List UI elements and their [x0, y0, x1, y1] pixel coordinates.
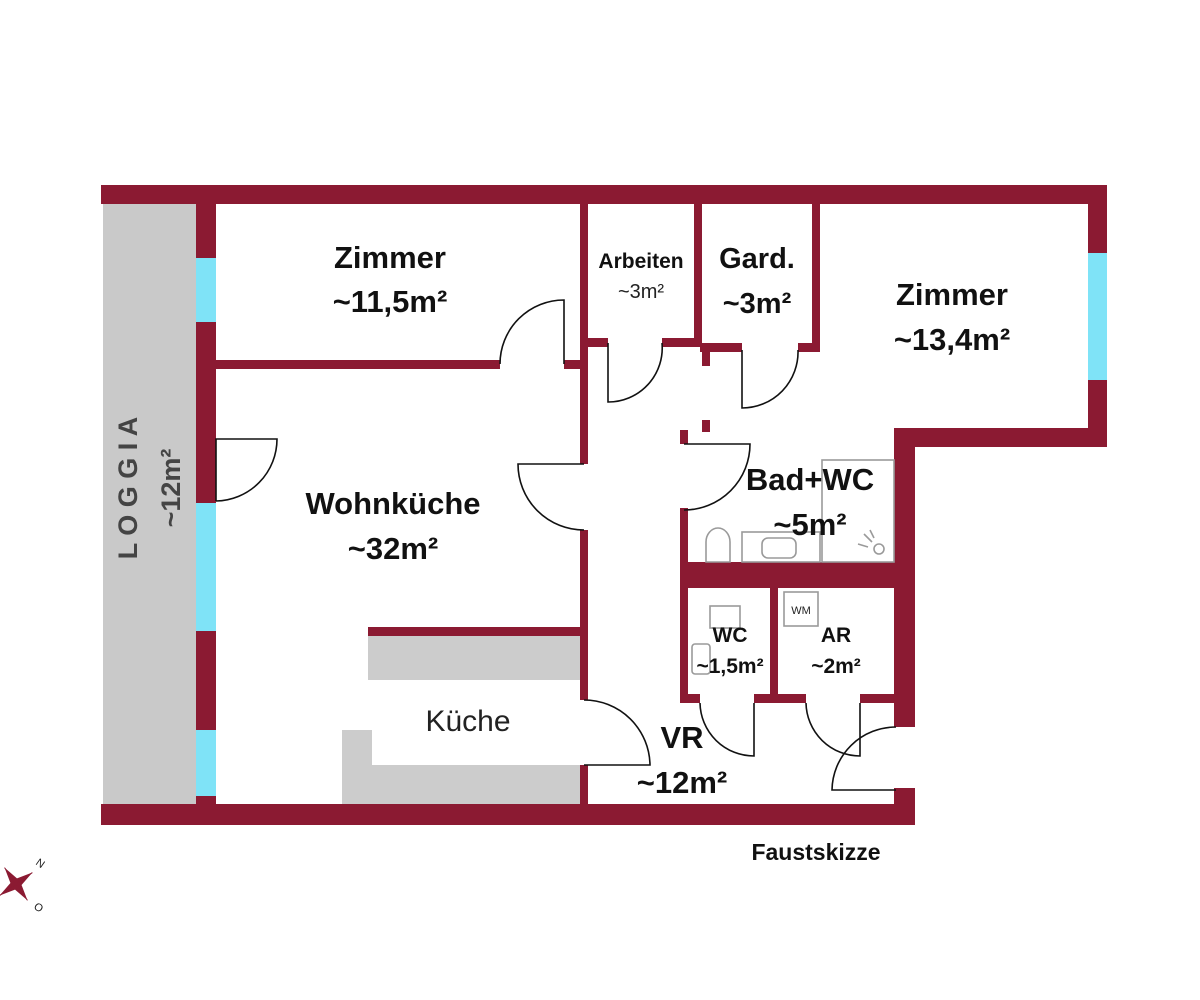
room-wohnkueche-name: Wohnküche [305, 486, 480, 521]
walls [101, 185, 1107, 825]
washing-machine-icon: WM [783, 591, 819, 627]
room-vr-name: VR [660, 720, 703, 755]
room-zimmer-right-name: Zimmer [896, 277, 1008, 312]
toilet-icon [691, 527, 741, 675]
room-arbeiten-area: ~3m² [618, 281, 664, 303]
room-vr-area: ~12m² [637, 765, 727, 800]
room-wc-area: ~1,5m² [696, 655, 763, 678]
room-ar-area: ~2m² [811, 655, 861, 678]
room-kueche-name: Küche [425, 705, 510, 738]
washing-machine-label: WM [791, 605, 811, 617]
room-wc-name: WC [713, 624, 748, 647]
room-zimmer-left-area: ~11,5m² [333, 284, 448, 319]
room-gard-area: ~3m² [723, 288, 792, 320]
windows [196, 253, 1107, 796]
room-arbeiten-name: Arbeiten [598, 250, 683, 273]
sink-icon [741, 531, 821, 563]
loggia-area [103, 203, 196, 804]
room-zimmer-left-name: Zimmer [334, 240, 446, 275]
compass-east-label: O [31, 901, 45, 916]
room-gard-name: Gard. [719, 243, 795, 275]
compass-north-label: N [33, 857, 46, 871]
shower-icon [821, 459, 895, 563]
room-zimmer-right-area: ~13,4m² [894, 322, 1010, 357]
room-bad-name: Bad+WC [746, 462, 874, 497]
room-bad-area: ~5m² [773, 507, 846, 542]
room-ar-name: AR [821, 624, 851, 647]
sketch-caption: Faustskizze [751, 839, 880, 865]
room-labels: Zimmer ~11,5m² Arbeiten ~3m² Gard. ~3m² … [113, 240, 1010, 800]
room-wohnkueche-area: ~32m² [348, 531, 438, 566]
door-swings [215, 299, 897, 791]
kitchen-counters [342, 636, 580, 804]
room-loggia-area: ~12m² [156, 449, 186, 528]
room-loggia-name: L O G G I A [113, 417, 143, 560]
compass-icon [0, 867, 33, 901]
